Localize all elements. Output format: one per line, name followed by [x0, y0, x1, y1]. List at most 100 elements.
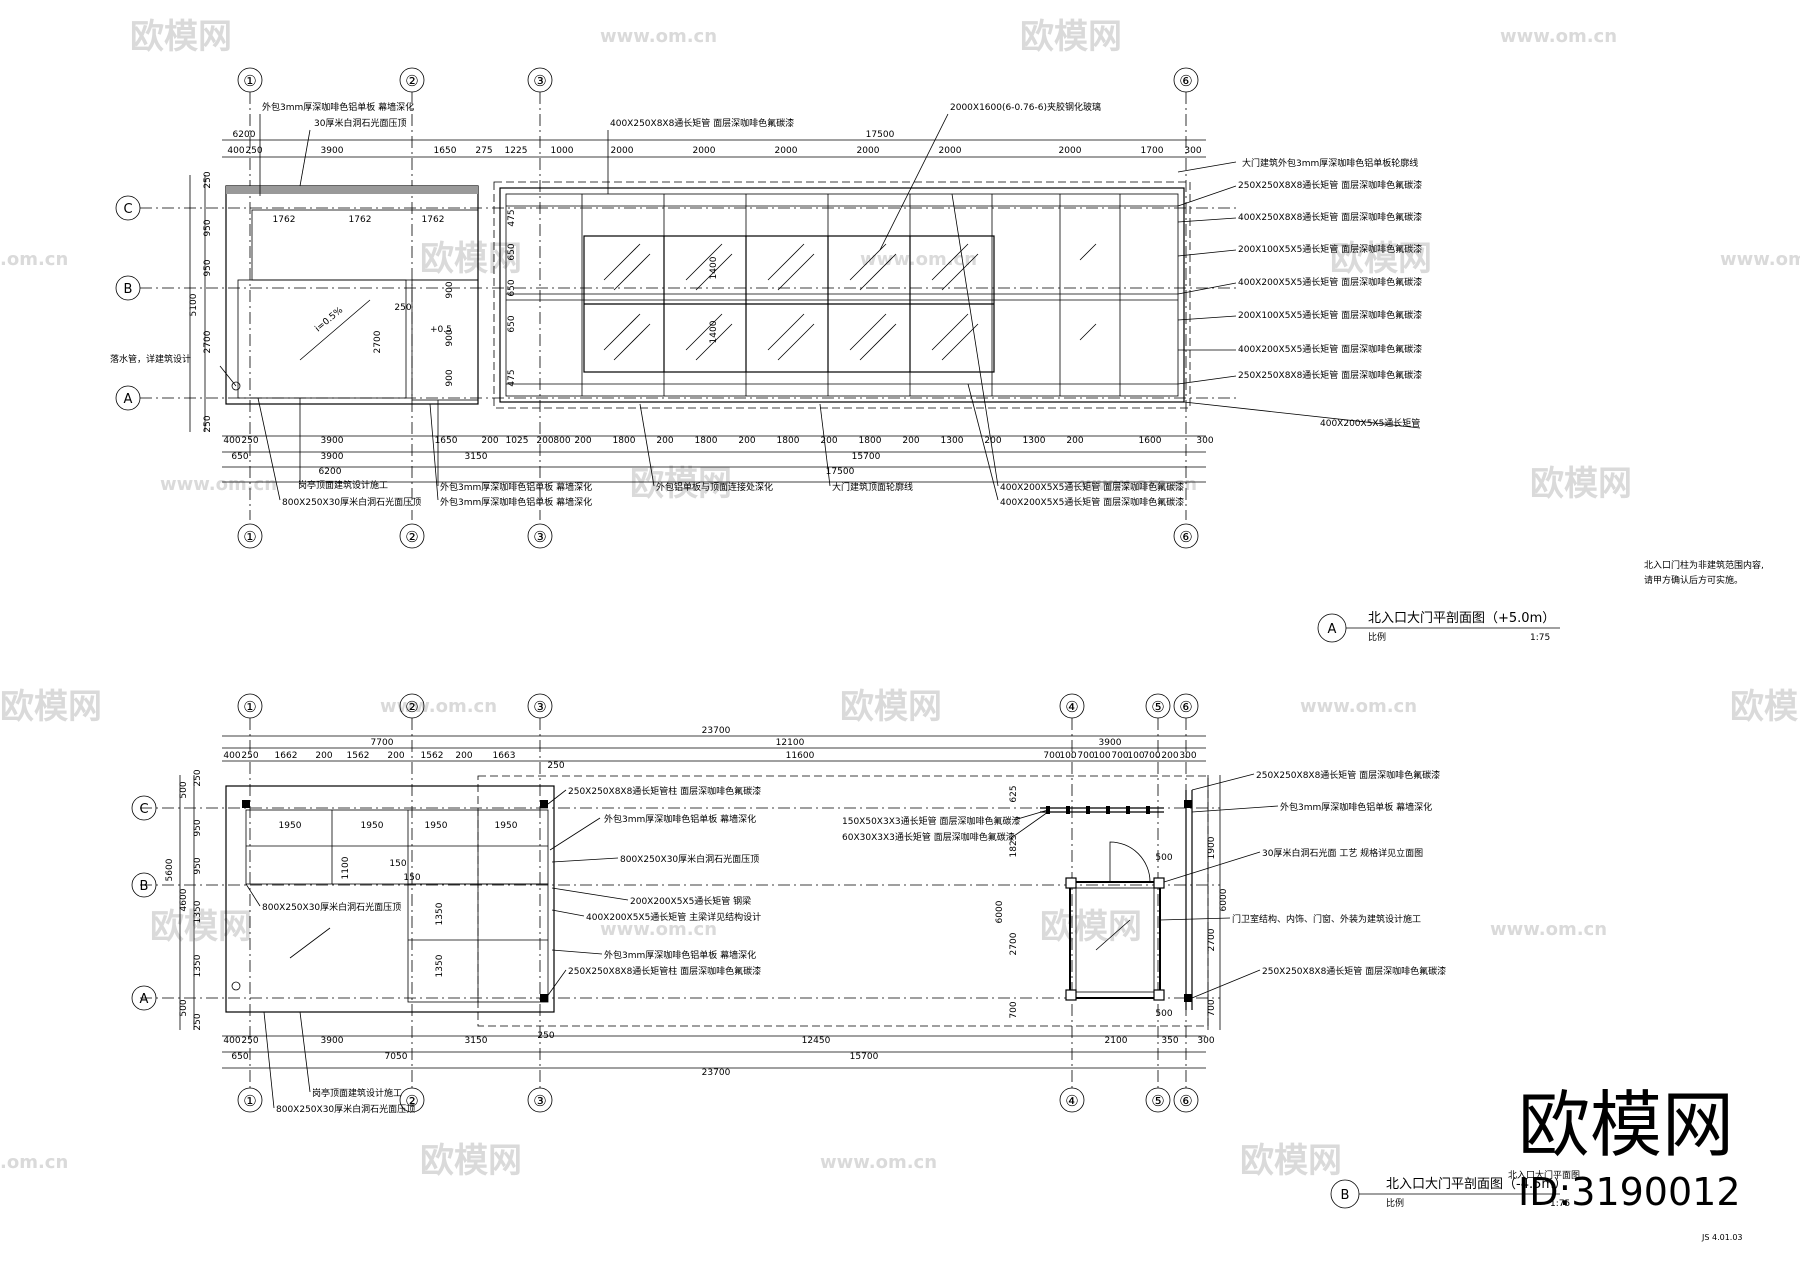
dim: 250 — [245, 146, 262, 156]
plan-a-notes: 外包3mm厚深咖啡色铝单板 幕墙深化 30厚米白洞石光面压顶 400X250X8… — [110, 101, 1422, 508]
plan-b-grid-bubbles: ① ② ③ ④ ⑤ ⑥ ① ② ③ ④ ⑤ ⑥ C B A — [131, 693, 1199, 1113]
dim: 1950 — [495, 821, 518, 831]
note: 外包3mm厚深咖啡色铝单板 幕墙深化 — [604, 949, 756, 961]
note: 200X100X5X5通长矩管 面层深咖啡色氟碳漆 — [1238, 309, 1422, 321]
grid-label-1: ① — [243, 698, 256, 716]
dim: 100 — [1093, 751, 1110, 761]
scale-value: 1:75 — [1530, 633, 1550, 643]
note: 30厚米白洞石光面压顶 — [314, 117, 406, 129]
dim: 475 — [507, 369, 517, 386]
note: 200X100X5X5通长矩管 面层深咖啡色氟碳漆 — [1238, 243, 1422, 255]
dim: 150 — [403, 873, 420, 883]
dim: 250 — [203, 171, 213, 188]
dim: 1950 — [361, 821, 384, 831]
guard-room — [237, 279, 407, 399]
dim: 950 — [193, 819, 203, 836]
dim: 250 — [241, 1036, 258, 1046]
dim: 1225 — [505, 146, 528, 156]
grid-label-1: ① — [243, 72, 256, 90]
dim: 1350 — [193, 954, 203, 977]
grid-label-1: ① — [243, 1092, 256, 1110]
dim: 250 — [241, 436, 258, 446]
note: 400X200X5X5通长矩管 面层深咖啡色氟碳漆 — [1000, 481, 1184, 493]
note: 250X250X8X8通长矩管柱 面层深咖啡色氟碳漆 — [568, 965, 761, 977]
roof-outline — [493, 181, 1191, 409]
dim: 6200 — [233, 130, 256, 140]
watermark-site: www.om.cn — [600, 919, 717, 940]
plan-b-notes: 250X250X8X8通长矩管柱 面层深咖啡色氟碳漆 外包3mm厚深咖啡色铝单板… — [262, 769, 1446, 1115]
plan-a-grid-bubbles: ① ② ③ ⑥ ① ② ③ ⑥ C B A — [115, 67, 1199, 549]
row-label-a: A — [124, 392, 133, 407]
dim: 1950 — [425, 821, 448, 831]
dim: 2000 — [1059, 146, 1082, 156]
dim: 200 — [738, 436, 755, 446]
dim: 1762 — [273, 215, 296, 225]
column — [1184, 994, 1192, 1002]
dim: 500 — [179, 999, 189, 1016]
dim: 700 — [1077, 751, 1094, 761]
dim: 250 — [203, 415, 213, 432]
dim: 250 — [241, 751, 258, 761]
dim: 400 — [223, 751, 240, 761]
row-label-b: B — [124, 282, 133, 297]
note: 800X250X30厚米白洞石光面压顶 — [276, 1103, 415, 1115]
note: 800X250X30厚米白洞石光面压顶 — [620, 853, 759, 865]
dim: 350 — [1161, 1036, 1178, 1046]
dim: 200 — [1066, 436, 1083, 446]
glass-hatch — [603, 243, 1097, 361]
dim: 200 — [574, 436, 591, 446]
dim: 3900 — [321, 146, 344, 156]
dim: 300 — [1184, 146, 1201, 156]
watermark-brand: 欧模网 — [420, 239, 522, 279]
dim: 1300 — [941, 436, 964, 446]
dim: 5100 — [189, 293, 199, 316]
dim: 7700 — [371, 738, 394, 748]
dim: 6200 — [319, 467, 342, 477]
plan-b-leaders — [245, 773, 1279, 1109]
dim: 3900 — [1099, 738, 1122, 748]
view-tag: A — [1328, 622, 1337, 637]
dim: 1400 — [709, 256, 719, 279]
roof-outline — [477, 775, 1209, 1027]
note: 外包3mm厚深咖啡色铝单板 幕墙深化 — [440, 496, 592, 508]
dim: 11600 — [786, 751, 815, 761]
grid-label-5: ⑤ — [1151, 698, 1164, 716]
dim: 950 — [193, 857, 203, 874]
grid-label-6: ⑥ — [1179, 1092, 1192, 1110]
side-note: 北入口门柱为非建筑范围内容, 请甲方确认后方可实施。 — [1644, 559, 1764, 586]
watermark-brand: 欧模网 — [1240, 1141, 1342, 1181]
brand-id: ID:3190012 — [1518, 1170, 1741, 1214]
grid-label-3: ③ — [533, 528, 546, 546]
dim: 500 — [179, 781, 189, 798]
dim: 1800 — [777, 436, 800, 446]
dim: 1800 — [695, 436, 718, 446]
watermark-site: www.om.cn — [1720, 249, 1800, 270]
dim: 7050 — [385, 1052, 408, 1062]
dim: 2000 — [693, 146, 716, 156]
note: 250X250X8X8通长矩管柱 面层深咖啡色氟碳漆 — [568, 785, 761, 797]
plan-b: ① ② ③ ④ ⑤ ⑥ ① ② ③ ④ ⑤ ⑥ C B A — [131, 693, 1580, 1209]
watermark-brand: 欧模网 — [420, 1141, 522, 1181]
dim: 250 — [537, 1031, 554, 1041]
watermark-brand: 欧模网 — [130, 17, 232, 57]
brand-logo: 欧模网 ID:3190012 — [1518, 1083, 1741, 1214]
note: 岗亭顶面建筑设计施工 — [312, 1087, 402, 1099]
dim: 275 — [475, 146, 492, 156]
dim: 200 — [481, 436, 498, 446]
slope-label: i=0.5% — [314, 305, 346, 334]
watermark-site: www.om.cn — [160, 474, 277, 495]
downpipe — [231, 981, 241, 991]
dim: 1762 — [422, 215, 445, 225]
dim: 6000 — [995, 900, 1005, 923]
dim: 3900 — [321, 1036, 344, 1046]
watermark-brand: 欧模网 — [1330, 239, 1432, 279]
plan-b-dimension-text: 23700 7700 12100 3900 400 250 1662 200 1… — [165, 726, 1229, 1078]
dim: 15700 — [850, 1052, 879, 1062]
watermark-brand: 欧模网 — [1040, 907, 1142, 947]
dim: 650 — [231, 1052, 248, 1062]
column — [242, 800, 250, 808]
dim: 2700 — [1207, 928, 1217, 951]
dim: 300 — [1196, 436, 1213, 446]
watermark-brand: 欧模网 — [0, 687, 102, 727]
dim: 2100 — [1105, 1036, 1128, 1046]
